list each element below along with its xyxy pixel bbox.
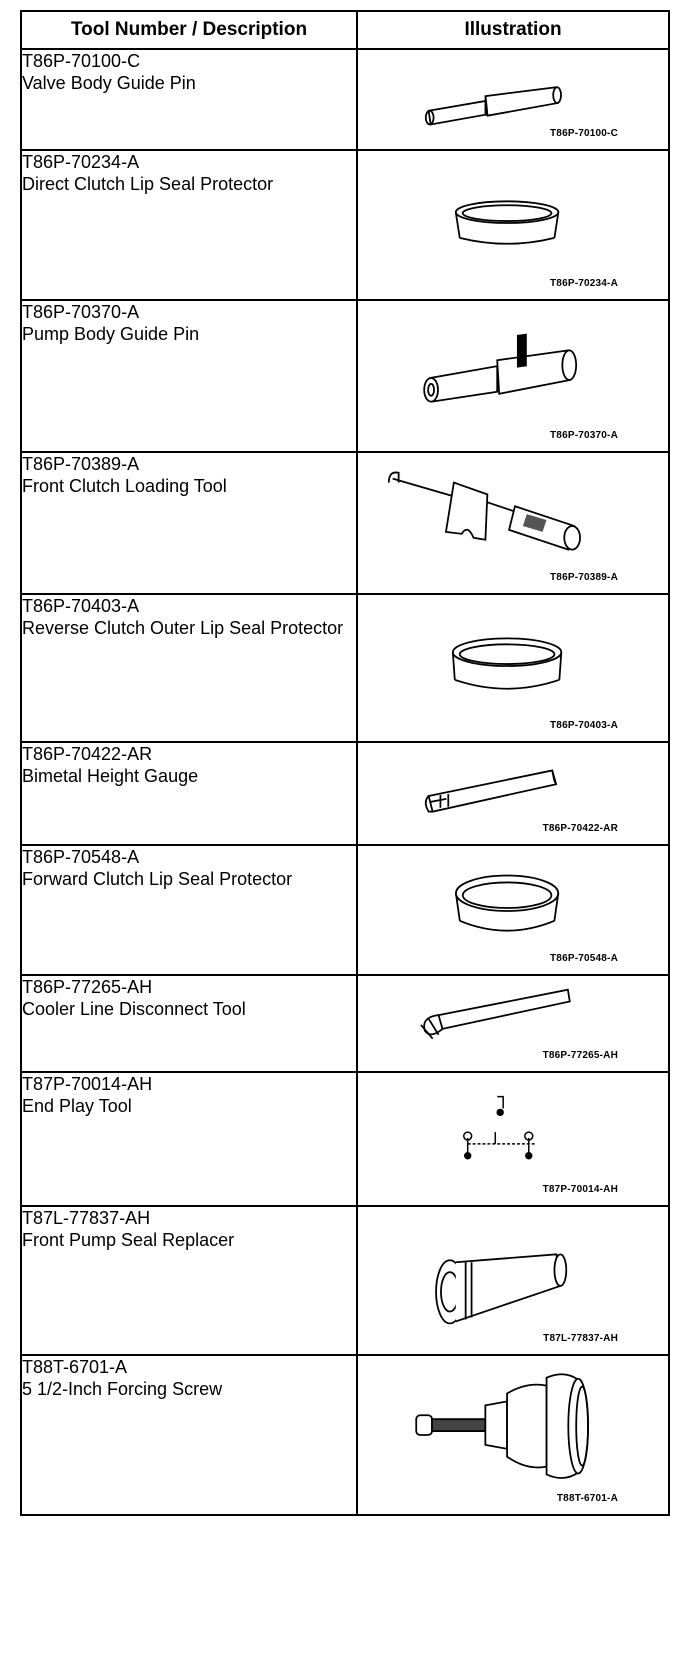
- clutch-loading-tool-icon: [387, 471, 581, 551]
- illustration-caption: T87P-70014-AH: [542, 1184, 618, 1195]
- tool-description-cell: T86P-70234-A Direct Clutch Lip Seal Prot…: [20, 149, 358, 301]
- header-illustration: Illustration: [356, 10, 670, 50]
- illustration-caption: T88T-6701-A: [556, 1493, 618, 1504]
- tool-name: Front Clutch Loading Tool: [22, 476, 227, 496]
- seal-protector-ring-icon: [454, 200, 560, 245]
- tool-name: Direct Clutch Lip Seal Protector: [22, 174, 274, 194]
- tool-illustration-cell: T87L-77837-AH: [356, 1205, 670, 1356]
- tool-name: Reverse Clutch Outer Lip Seal Protector: [22, 618, 344, 638]
- tool-table: Tool Number / Description Illustration T…: [20, 10, 670, 1516]
- illustration-caption: T86P-70422-AR: [542, 823, 618, 834]
- tool-description-cell: T86P-70403-A Reverse Clutch Outer Lip Se…: [20, 593, 358, 743]
- forcing-screw-icon: [415, 1373, 589, 1479]
- tool-name: Valve Body Guide Pin: [22, 73, 196, 93]
- header-tool-description: Tool Number / Description: [20, 10, 358, 50]
- tool-number: T87P-70014-AH: [22, 1074, 153, 1094]
- height-gauge-icon: [424, 769, 558, 813]
- tool-illustration-cell: T86P-70370-A: [356, 299, 670, 453]
- tool-illustration-cell: T86P-70403-A: [356, 593, 670, 743]
- tool-number: T86P-70100-C: [22, 51, 141, 71]
- table-row: T87P-70014-AH End Play Tool T87P-70014-A…: [20, 1071, 670, 1207]
- table-row: T88T-6701-A 5 1/2-Inch Forcing Screw T88…: [20, 1354, 670, 1516]
- tool-illustration-cell: T86P-77265-AH: [356, 974, 670, 1073]
- tool-name: Front Pump Seal Replacer: [22, 1230, 235, 1250]
- table-row: T86P-70548-A Forward Clutch Lip Seal Pro…: [20, 844, 670, 976]
- table-row: T86P-77265-AH Cooler Line Disconnect Too…: [20, 974, 670, 1073]
- table-row: T86P-70389-A Front Clutch Loading Tool T…: [20, 451, 670, 595]
- tool-description-cell: T87L-77837-AH Front Pump Seal Replacer: [20, 1205, 358, 1356]
- tool-description-cell: T88T-6701-A 5 1/2-Inch Forcing Screw: [20, 1354, 358, 1516]
- illustration-caption: T86P-70548-A: [550, 953, 618, 964]
- tool-description-cell: T86P-70422-AR Bimetal Height Gauge: [20, 741, 358, 846]
- seal-protector-ring-icon: [455, 874, 560, 932]
- tool-name: 5 1/2-Inch Forcing Screw: [22, 1379, 223, 1399]
- tool-illustration-cell: T86P-70548-A: [356, 844, 670, 976]
- tool-illustration-cell: T87P-70014-AH: [356, 1071, 670, 1207]
- tool-description-cell: T87P-70014-AH End Play Tool: [20, 1071, 358, 1207]
- tool-illustration-cell: T86P-70422-AR: [356, 741, 670, 846]
- illustration-caption: T86P-70370-A: [550, 430, 618, 441]
- tool-number: T86P-70422-AR: [22, 744, 153, 764]
- tool-description-cell: T86P-70548-A Forward Clutch Lip Seal Pro…: [20, 844, 358, 976]
- guide-pin-icon: [424, 86, 562, 126]
- seal-replacer-icon: [435, 1253, 568, 1325]
- tool-description-cell: T86P-77265-AH Cooler Line Disconnect Too…: [20, 974, 358, 1073]
- tool-number: T86P-70403-A: [22, 596, 140, 616]
- illustration-caption: T86P-77265-AH: [542, 1050, 618, 1061]
- table-row: T87L-77837-AH Front Pump Seal Replacer T…: [20, 1205, 670, 1356]
- illustration-caption: T86P-70100-C: [550, 128, 618, 139]
- end-play-tool-icon: [463, 1095, 535, 1160]
- tool-number: T87L-77837-AH: [22, 1208, 151, 1228]
- tool-name: Cooler Line Disconnect Tool: [22, 999, 246, 1019]
- table-header-row: Tool Number / Description Illustration: [20, 10, 670, 50]
- tool-illustration-cell: T88T-6701-A: [356, 1354, 670, 1516]
- tool-number: T86P-70389-A: [22, 454, 140, 474]
- seal-protector-ring-icon: [451, 637, 563, 690]
- tool-description-cell: T86P-70370-A Pump Body Guide Pin: [20, 299, 358, 453]
- tool-illustration-cell: T86P-70389-A: [356, 451, 670, 595]
- illustration-caption: T87L-77837-AH: [543, 1333, 618, 1344]
- table-row: T86P-70370-A Pump Body Guide Pin T86P-70…: [20, 299, 670, 453]
- illustration-caption: T86P-70234-A: [550, 278, 618, 289]
- tool-description-cell: T86P-70100-C Valve Body Guide Pin: [20, 48, 358, 151]
- tool-number: T86P-70548-A: [22, 847, 140, 867]
- tool-number: T88T-6701-A: [22, 1357, 128, 1377]
- tool-illustration-cell: T86P-70234-A: [356, 149, 670, 301]
- tool-number: T86P-70234-A: [22, 152, 140, 172]
- table-row: T86P-70422-AR Bimetal Height Gauge T86P-…: [20, 741, 670, 846]
- illustration-caption: T86P-70389-A: [550, 572, 618, 583]
- tool-number: T86P-70370-A: [22, 302, 140, 322]
- table-row: T86P-70100-C Valve Body Guide Pin T86P-7…: [20, 48, 670, 151]
- tool-name: Pump Body Guide Pin: [22, 324, 200, 344]
- tool-name: Bimetal Height Gauge: [22, 766, 199, 786]
- tool-number: T86P-77265-AH: [22, 977, 153, 997]
- illustration-caption: T86P-70403-A: [550, 720, 618, 731]
- tool-name: Forward Clutch Lip Seal Protector: [22, 869, 293, 889]
- tool-name: End Play Tool: [22, 1096, 132, 1116]
- guide-pin-icon: [423, 333, 578, 403]
- table-row: T86P-70234-A Direct Clutch Lip Seal Prot…: [20, 149, 670, 301]
- disconnect-tool-icon: [420, 988, 571, 1040]
- table-row: T86P-70403-A Reverse Clutch Outer Lip Se…: [20, 593, 670, 743]
- tool-description-cell: T86P-70389-A Front Clutch Loading Tool: [20, 451, 358, 595]
- tool-illustration-cell: T86P-70100-C: [356, 48, 670, 151]
